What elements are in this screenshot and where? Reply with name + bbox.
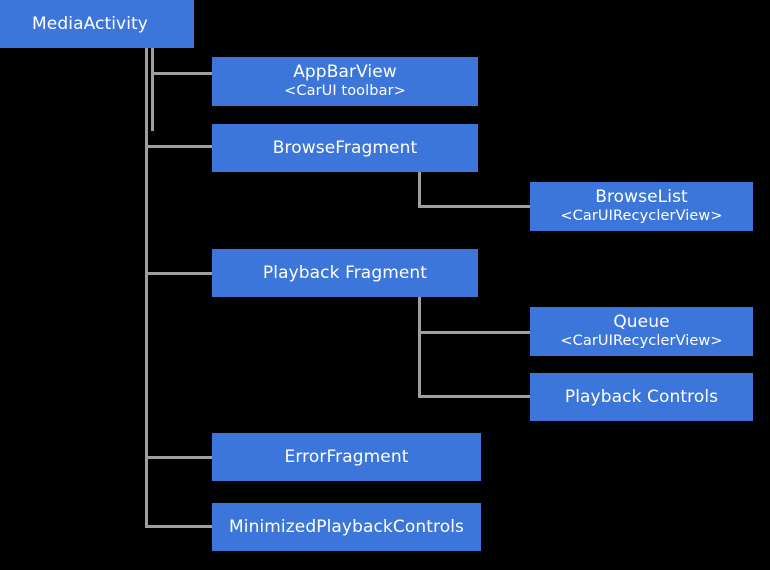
node-app-bar-view[interactable]: AppBarView<CarUI toolbar> [212,57,478,106]
node-title-minimized-playback-controls: MinimizedPlaybackControls [228,516,464,537]
connector-trunk-secondary-vertical [151,47,154,131]
node-title-media-activity: MediaActivity [32,13,148,34]
node-title-app-bar-view: AppBarView [293,62,397,83]
node-title-queue: Queue [613,312,670,333]
connector-branch-error-fragment [145,456,212,459]
node-subtitle-browse-list: <CarUIRecyclerView> [560,208,723,225]
node-title-browse-list: BrowseList [595,187,688,208]
node-browse-fragment[interactable]: BrowseFragment [212,124,478,172]
node-subtitle-app-bar-view: <CarUI toolbar> [284,83,406,100]
node-subtitle-queue: <CarUIRecyclerView> [560,333,723,350]
node-title-playback-fragment: Playback Fragment [262,262,428,283]
node-title-playback-controls: Playback Controls [564,386,719,407]
node-media-activity[interactable]: MediaActivity [0,0,194,48]
connector-branch-playback-controls [418,395,530,398]
connector-branch-queue [418,331,530,334]
node-title-browse-fragment: BrowseFragment [272,137,418,158]
connector-playback-fragment-drop-vertical [418,297,421,398]
node-minimized-playback-controls[interactable]: MinimizedPlaybackControls [212,503,481,551]
node-browse-list[interactable]: BrowseList<CarUIRecyclerView> [530,182,753,231]
connector-branch-minimized-playback-controls [145,525,212,528]
connector-branch-browse-list [418,205,530,208]
node-title-error-fragment: ErrorFragment [284,446,409,467]
connector-branch-browse-fragment [145,145,212,148]
node-error-fragment[interactable]: ErrorFragment [212,433,481,481]
node-playback-fragment[interactable]: Playback Fragment [212,249,478,297]
node-playback-controls[interactable]: Playback Controls [530,373,753,421]
node-queue[interactable]: Queue<CarUIRecyclerView> [530,307,753,356]
connector-branch-playback-fragment [145,272,212,275]
connector-trunk-main-vertical [145,47,148,528]
connector-branch-app-bar-view [151,72,212,75]
connector-browse-fragment-drop-vertical [418,172,421,208]
